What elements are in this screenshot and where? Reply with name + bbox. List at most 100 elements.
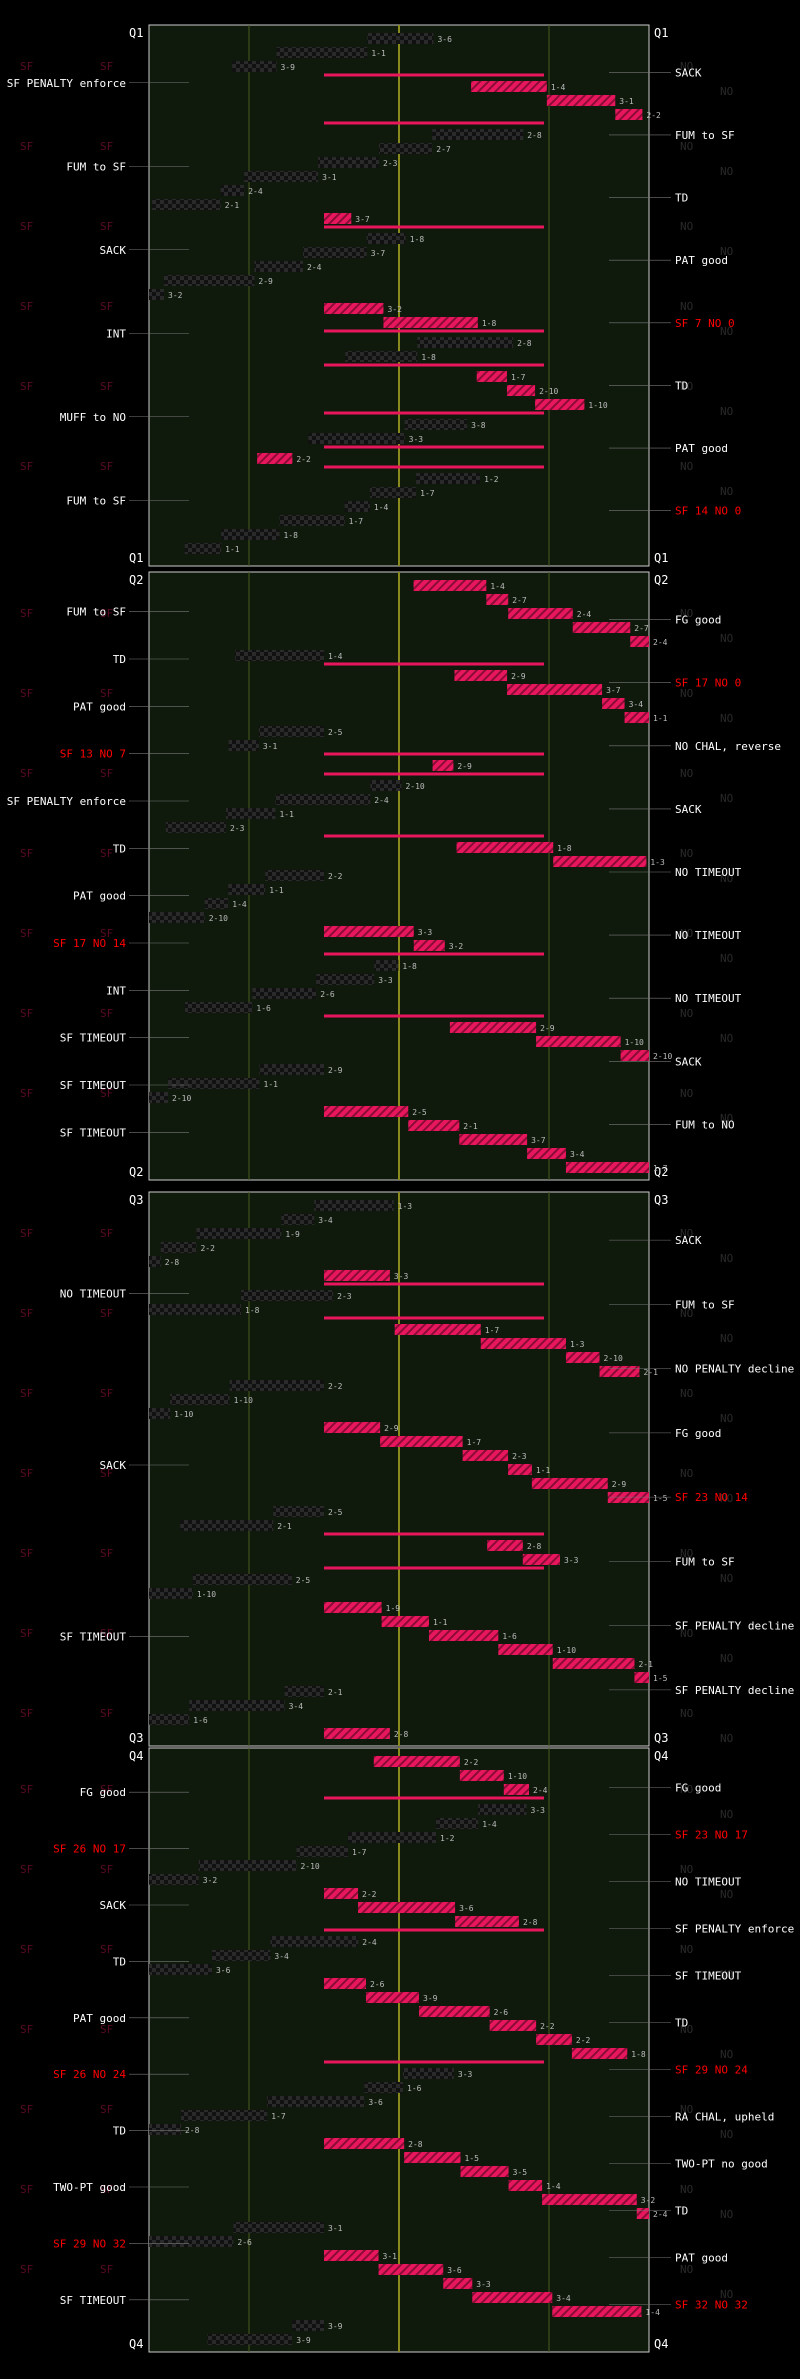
no-play-bar: [276, 47, 368, 58]
down-distance-label: 3-9: [423, 1994, 438, 2003]
annotation-right: NO TIMEOUT: [675, 929, 742, 942]
sf-play-bar: [489, 2020, 537, 2031]
no-play-bar: [284, 1686, 324, 1697]
annotation-left: SF 29 NO 32: [53, 2237, 126, 2250]
team-right-watermark: NO: [680, 2263, 693, 2276]
down-distance-label: 2-1: [225, 201, 240, 210]
annotation-left: INT: [106, 327, 126, 340]
quarter-label-end-right: Q4: [654, 2337, 668, 2351]
down-distance-label: 1-6: [256, 1004, 271, 1013]
team-left-watermark: SF: [20, 1707, 33, 1720]
down-distance-label: 2-1: [643, 1368, 658, 1377]
team-right-watermark: NO: [720, 325, 733, 338]
no-play-bar: [168, 1078, 260, 1089]
down-distance-label: 2-6: [320, 990, 335, 999]
team-right-watermark: NO: [720, 2288, 733, 2301]
annotation-left: SF TIMEOUT: [60, 1032, 127, 1045]
team-left-watermark: SF: [20, 380, 33, 393]
annotation-right: FG good: [675, 1782, 721, 1795]
quarter-label-end: Q3: [129, 1731, 143, 1745]
team-left-watermark: SF: [20, 1783, 33, 1796]
annotation-right: SF PENALTY decline: [675, 1684, 794, 1697]
team-left-watermark: SF: [20, 1307, 33, 1320]
annotation-right: SACK: [675, 803, 702, 816]
sf-play-bar: [454, 670, 508, 681]
sf-play-bar: [380, 1436, 463, 1447]
sf-play-bar: [324, 1270, 390, 1281]
sf-play-bar: [413, 940, 445, 951]
down-distance-label: 3-3: [394, 1272, 409, 1281]
sf-play-bar: [324, 1422, 381, 1433]
annotation-left: SF PENALTY enforce: [7, 795, 126, 808]
down-distance-label: 2-2: [328, 872, 343, 881]
down-distance-label: 1-4: [328, 652, 343, 661]
quarter-label-end-right: Q2: [654, 1165, 668, 1179]
down-distance-label: 1-10: [625, 1038, 644, 1047]
no-play-bar: [378, 143, 433, 154]
down-distance-label: 1-10: [174, 1410, 193, 1419]
team-left-watermark: SF: [20, 1467, 33, 1480]
sf-play-bar: [324, 1728, 390, 1739]
down-distance-label: 2-2: [362, 1890, 377, 1899]
team-right-watermark: NO: [680, 140, 693, 153]
down-distance-label: 3-4: [289, 1702, 304, 1711]
team-left-watermark: SF: [20, 607, 33, 620]
no-play-bar: [170, 1394, 230, 1405]
annotation-right: FG good: [675, 1427, 721, 1440]
no-play-bar: [273, 1506, 324, 1517]
team-right-watermark: NO: [680, 607, 693, 620]
no-play-bar: [318, 157, 379, 168]
sf-play-bar: [394, 1324, 481, 1335]
quarter-label-start-right: Q2: [654, 573, 668, 587]
down-distance-label: 2-8: [517, 339, 532, 348]
down-distance-label: 2-4: [374, 796, 389, 805]
team-left-watermark: SF: [20, 1387, 33, 1400]
no-play-bar: [204, 898, 229, 909]
team-right-watermark: NO: [680, 1943, 693, 1956]
down-distance-label: 1-7: [271, 2112, 286, 2121]
down-distance-label: 2-2: [328, 1382, 343, 1391]
down-distance-label: 1-8: [283, 531, 298, 540]
no-play-bar: [366, 233, 406, 244]
no-play-bar: [258, 726, 324, 737]
annotation-left: SF PENALTY enforce: [7, 77, 126, 90]
team-left-watermark: SF: [20, 927, 33, 940]
down-distance-label: 3-3: [564, 1556, 579, 1565]
no-play-bar: [180, 1520, 274, 1531]
down-distance-label: 3-7: [371, 249, 386, 258]
team-right-watermark: NO: [680, 1863, 693, 1876]
annotation-left: PAT good: [73, 700, 126, 713]
team-left-watermark: SF: [20, 2183, 33, 2196]
no-play-bar: [259, 1064, 324, 1075]
team-right-watermark: NO: [720, 952, 733, 965]
team-left-watermark: SF: [20, 1547, 33, 1560]
no-play-bar: [228, 884, 266, 895]
down-distance-label: 1-1: [225, 545, 240, 554]
sf-play-bar: [373, 1756, 460, 1767]
no-play-bar: [149, 1408, 171, 1419]
down-distance-label: 1-2: [484, 475, 499, 484]
quarter-label-start: Q4: [129, 1749, 143, 1763]
sf-play-bar: [324, 1602, 382, 1613]
team-right-watermark: NO: [720, 245, 733, 258]
down-distance-label: 2-10: [653, 1052, 672, 1061]
team-left-watermark: SF: [20, 1007, 33, 1020]
sf-play-bar: [552, 2306, 642, 2317]
team-left-watermark: SF: [20, 1943, 33, 1956]
team-right-watermark: NO: [680, 1783, 693, 1796]
quarter-label-end: Q2: [129, 1165, 143, 1179]
team-right-watermark: NO: [720, 1332, 733, 1345]
sf-play-bar: [460, 2166, 509, 2177]
annotation-right: SF 23 NO 14: [675, 1491, 748, 1504]
annotation-left: TD: [113, 2125, 126, 2138]
down-distance-label: 3-9: [328, 2322, 343, 2331]
team-right-watermark: NO: [680, 1547, 693, 1560]
sf-play-bar: [602, 698, 625, 709]
team-right-watermark: NO: [680, 60, 693, 73]
down-distance-label: 2-9: [540, 1024, 555, 1033]
down-distance-label: 2-8: [523, 1918, 538, 1927]
down-distance-label: 1-2: [440, 1834, 455, 1843]
team-right-watermark: NO: [720, 1888, 733, 1901]
team-left-watermark: SF: [100, 60, 113, 73]
down-distance-label: 1-8: [631, 2050, 646, 2059]
